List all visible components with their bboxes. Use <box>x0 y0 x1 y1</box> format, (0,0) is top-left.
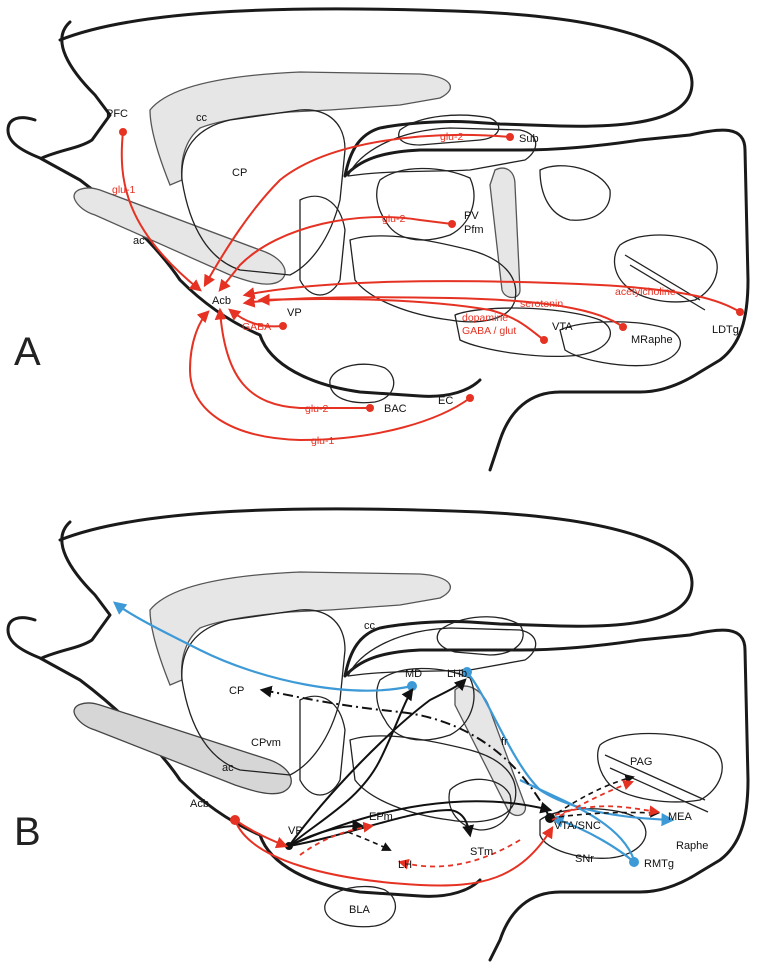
label-cc-a: cc <box>196 112 208 124</box>
label-vp-a: VP <box>287 307 302 319</box>
panel-b: B <box>8 509 748 960</box>
corpus-callosum-a <box>150 72 450 185</box>
region-mid-a <box>300 196 345 295</box>
label-ec: EC <box>438 395 453 407</box>
bac-dot <box>366 404 374 412</box>
panel-a-label: A <box>14 330 41 374</box>
sub-dot <box>506 133 514 141</box>
ldtg-dot <box>736 308 744 316</box>
fr-tract-b <box>455 686 525 815</box>
label-cc-b: cc <box>364 620 376 632</box>
tx-acetylcholine: acetylcholine <box>615 286 676 298</box>
vta-dot <box>540 336 548 344</box>
label-acb-b: Acb <box>190 798 209 810</box>
label-cp-a: CP <box>232 167 247 179</box>
label-vta-a: VTA <box>552 321 573 333</box>
panel-b-label: B <box>14 810 41 854</box>
panel-a: A <box>8 9 748 470</box>
label-pag: PAG <box>630 756 652 768</box>
label-ldtg: LDTg <box>712 324 739 336</box>
label-ac-a: ac <box>133 235 145 247</box>
md-dot <box>407 681 417 691</box>
label-vp-b: VP <box>288 825 303 837</box>
tx-dopamine: dopamine <box>462 312 508 324</box>
anterior-commissure-a <box>74 188 285 284</box>
tx-gaba-vp: GABA <box>242 321 271 333</box>
label-snr: SNr <box>575 853 594 865</box>
label-pfm: Pfm <box>464 224 484 236</box>
tx-gaba-glut: GABA / glut <box>462 325 516 337</box>
label-cpvm: CPvm <box>251 737 281 749</box>
label-lhb: LHb <box>447 668 467 680</box>
ec-dot <box>466 394 474 402</box>
label-vta-snc: VTA/SNC <box>554 820 601 832</box>
label-pv: PV <box>464 210 479 222</box>
tx-serotonin: serotonin <box>520 298 563 310</box>
label-epm: EPm <box>369 811 393 823</box>
vta-lh-red-b <box>400 840 520 867</box>
label-ac-b: ac <box>222 762 234 774</box>
thalamus-a <box>377 168 474 240</box>
label-sub: Sub <box>519 133 539 145</box>
tx-glu1-pfc: glu-1 <box>112 184 136 196</box>
tx-glu2-sub: glu-2 <box>440 131 464 143</box>
pfc-dot <box>119 128 127 136</box>
region-mid-b <box>300 696 345 795</box>
acb-vta-b <box>235 820 552 886</box>
label-acb-a: Acb <box>212 295 231 307</box>
label-pfc: PFC <box>106 108 128 120</box>
label-mea: MEA <box>668 811 693 823</box>
vp-dot-b <box>285 842 293 850</box>
brain-outline-a-left <box>42 22 110 158</box>
tx-glu2-bac: glu-2 <box>305 403 329 415</box>
tx-glu1-ec: glu-1 <box>311 435 335 447</box>
label-lh: LH <box>398 859 412 871</box>
label-cp-b: CP <box>229 685 244 697</box>
label-raphe: Raphe <box>676 840 708 852</box>
tx-glu2-pv: glu-2 <box>382 213 406 225</box>
brain-outline-b-left <box>42 522 110 658</box>
region-pv-a <box>540 166 610 220</box>
ec-acb-a <box>190 312 470 440</box>
pv-dot <box>448 220 456 228</box>
region-pag-b <box>598 734 723 802</box>
tract-a <box>490 168 520 297</box>
label-md: MD <box>405 668 422 680</box>
label-mraphe: MRaphe <box>631 334 673 346</box>
label-stm: STm <box>470 846 493 858</box>
amygdala-a <box>330 364 394 402</box>
mraphe-dot <box>619 323 627 331</box>
label-fr: fr <box>501 736 508 748</box>
label-rmtg: RMTg <box>644 858 674 870</box>
label-bla: BLA <box>349 904 370 916</box>
pag-tract-b <box>605 755 708 812</box>
vp-dot <box>279 322 287 330</box>
vp-lh-b <box>348 832 390 850</box>
label-bac: BAC <box>384 403 407 415</box>
